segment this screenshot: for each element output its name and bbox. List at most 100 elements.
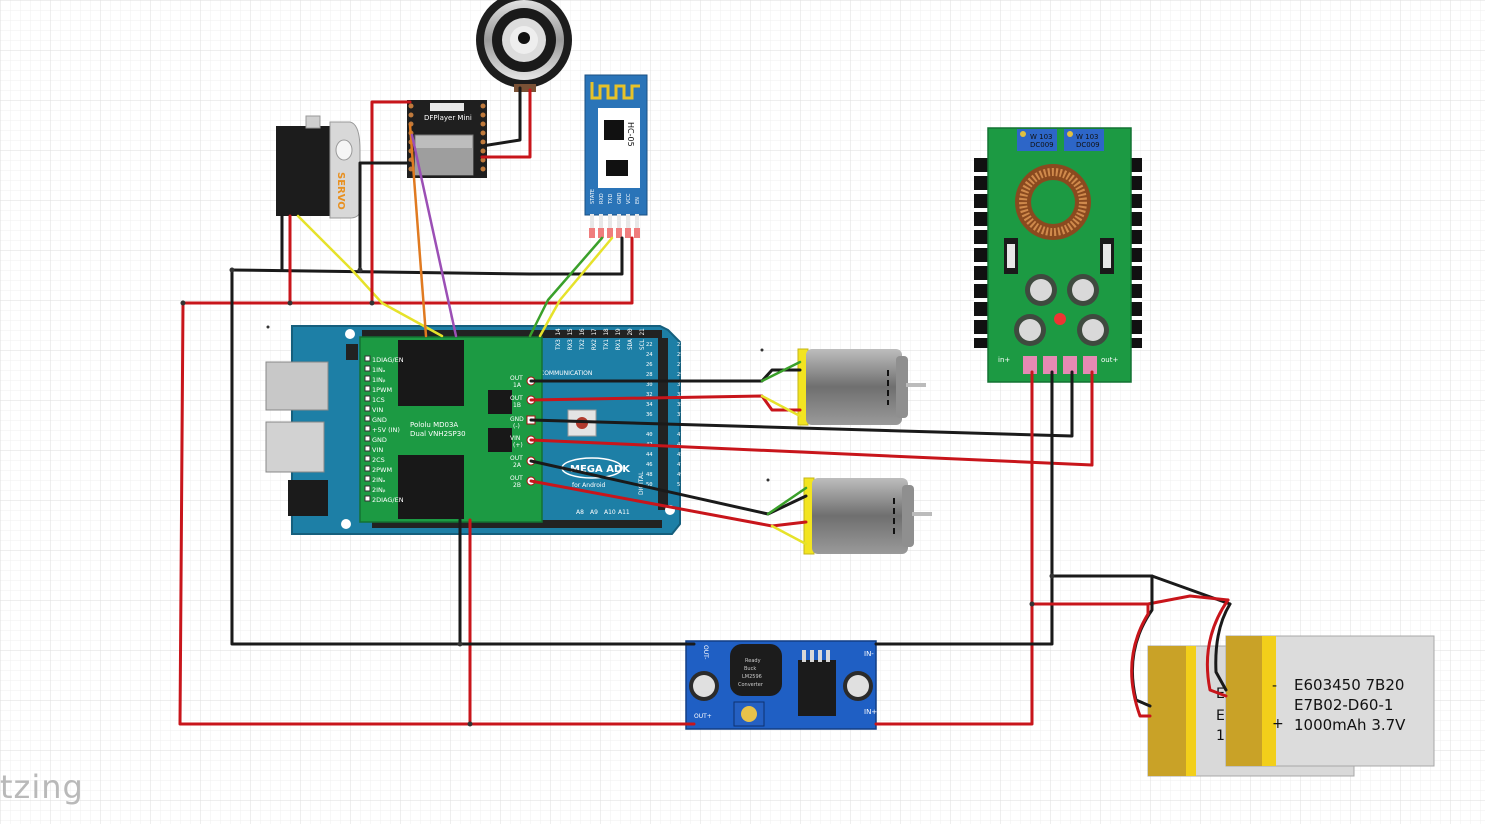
battery-text: 1000mAh 3.7V (1294, 716, 1406, 734)
pin-label: 23 (677, 342, 684, 348)
led-indicator (1054, 313, 1066, 325)
trim-pot[interactable] (1017, 129, 1057, 151)
wire-yellow[interactable] (296, 214, 444, 338)
wire-purple[interactable] (410, 133, 458, 338)
wire-black[interactable] (230, 268, 696, 646)
battery-text: E603450 7B20 (1294, 676, 1404, 694)
driver-title-1: Pololu MD03A (410, 421, 458, 429)
buck-pin-label: OUT- (702, 645, 709, 659)
terminal-label: 1A (513, 382, 522, 389)
terminal-label: (+) (513, 442, 523, 449)
pin-label: TX1 18 (603, 328, 610, 350)
battery-text: E7B02-D60-1 (1294, 696, 1393, 714)
wire-black[interactable] (230, 236, 624, 276)
wire-red[interactable] (529, 370, 1094, 467)
terminal-label: OUT (510, 455, 523, 462)
trim-pot[interactable] (1064, 129, 1104, 151)
pin-label: 2INₐ (372, 476, 386, 484)
battery-minus: - (1272, 678, 1277, 694)
wire-green[interactable] (766, 486, 808, 516)
terminal-label: 2A (513, 462, 522, 469)
pin-label: TXD (608, 194, 614, 205)
pin-label: 30 (646, 382, 653, 388)
buck-converter[interactable]: Ready Buck LM2596 Converter IN- IN+ OUT-… (685, 640, 877, 730)
in-label: in+ (998, 356, 1010, 364)
pin-label: GND (617, 192, 623, 204)
wire-red[interactable] (1030, 594, 1230, 606)
wire-black[interactable] (480, 86, 522, 148)
pin-label: 33 (677, 392, 684, 398)
wire-orange[interactable] (408, 123, 428, 338)
servo-motor[interactable]: SERVO (276, 115, 361, 219)
terminal-label: (-) (513, 423, 520, 430)
pin-label: 36 (646, 412, 653, 418)
pin-label: VIN (372, 406, 383, 414)
wire-black[interactable] (874, 370, 1054, 646)
wire-green[interactable] (760, 360, 802, 383)
wire-yellow[interactable] (770, 524, 808, 546)
pin-label: A10 (604, 509, 616, 516)
pin-label: 51 (677, 482, 684, 488)
hc05-label: HC-05 (626, 122, 635, 147)
inductor (730, 644, 782, 696)
pin-label: 43 (677, 442, 684, 448)
pin-label: 29 (677, 372, 684, 378)
pin-label: RXD (599, 193, 605, 204)
power-jack (288, 480, 328, 516)
battery-text: E (1216, 708, 1225, 724)
wire-yellow[interactable] (538, 236, 614, 338)
boost-converter[interactable]: W 103 DC009 W 103 DC009 in+ out+ (974, 127, 1142, 383)
pin-label: A8 (576, 509, 584, 516)
pin-label: 44 (646, 452, 653, 458)
pin-label: 26 (646, 362, 653, 368)
comm-label: COMMUNICATION (540, 370, 592, 377)
arduino-analog-pins: A8 A9 A10 A11 (576, 509, 630, 516)
wire-green[interactable] (528, 236, 604, 338)
pin-label: +5V (IN) (372, 426, 400, 434)
pin-label: 1CS (372, 396, 385, 404)
wire-red[interactable] (1205, 598, 1230, 698)
buck-chip-label: Ready (745, 658, 761, 664)
wire-red[interactable] (181, 236, 634, 305)
wire-red[interactable] (480, 88, 532, 159)
wire-black[interactable] (358, 161, 412, 272)
dfplayer-label: DFPlayer Mini (424, 114, 472, 122)
hc05-bluetooth-module[interactable]: HC-05 STATE RXD TXD GND VCC EN (584, 74, 648, 238)
wire-black[interactable] (1214, 602, 1232, 692)
pin-label: 25 (677, 352, 684, 358)
pin-label: 48 (646, 472, 653, 478)
pin-label: 2PWM (372, 466, 392, 474)
speaker[interactable] (476, 0, 572, 92)
battery-plus: + (1272, 716, 1284, 732)
fritzing-watermark: tzing (0, 768, 84, 806)
pin-label: 31 (677, 382, 684, 388)
buck-pin-label: OUT+ (694, 713, 712, 720)
out-label: out+ (1101, 356, 1118, 364)
pin-label: 40 (646, 432, 653, 438)
motor-driver-shield[interactable]: Pololu MD03A Dual VNH2SP30 1DIAG/EN 1INₐ… (346, 336, 543, 523)
wire-red[interactable] (178, 301, 696, 726)
pot-label: W 103 (1030, 133, 1053, 141)
dc-motor-1[interactable] (797, 348, 926, 426)
dfplayer-mini[interactable]: DFPlayer Mini (407, 100, 487, 178)
capacitors (1014, 274, 1109, 346)
wire-black[interactable] (529, 370, 1074, 438)
wire-yellow[interactable] (760, 394, 802, 418)
pin-label: VCC (626, 193, 632, 204)
arduino-logo-text: MEGA ADK (570, 464, 631, 475)
pin-label: 47 (677, 462, 684, 468)
buck-chip-label: Converter (738, 682, 764, 688)
lipo-battery-front[interactable]: - + E603450 7B20 E7B02-D60-1 1000mAh 3.7… (1225, 635, 1435, 767)
terminal-label: VIN (510, 435, 520, 442)
junctions (180, 267, 1055, 727)
wire-red[interactable] (370, 100, 412, 305)
wire-red[interactable] (1130, 602, 1152, 718)
vnh2sp30-chip-2 (398, 455, 464, 519)
wire-red[interactable] (874, 370, 1034, 726)
pin-label: TX3 14 (555, 328, 562, 350)
buck-chip-label: LM2596 (742, 674, 762, 680)
pot-label: DC009 (1076, 141, 1100, 149)
buck-pin-label: IN- (864, 650, 874, 658)
dc-motor-2[interactable] (803, 477, 932, 555)
